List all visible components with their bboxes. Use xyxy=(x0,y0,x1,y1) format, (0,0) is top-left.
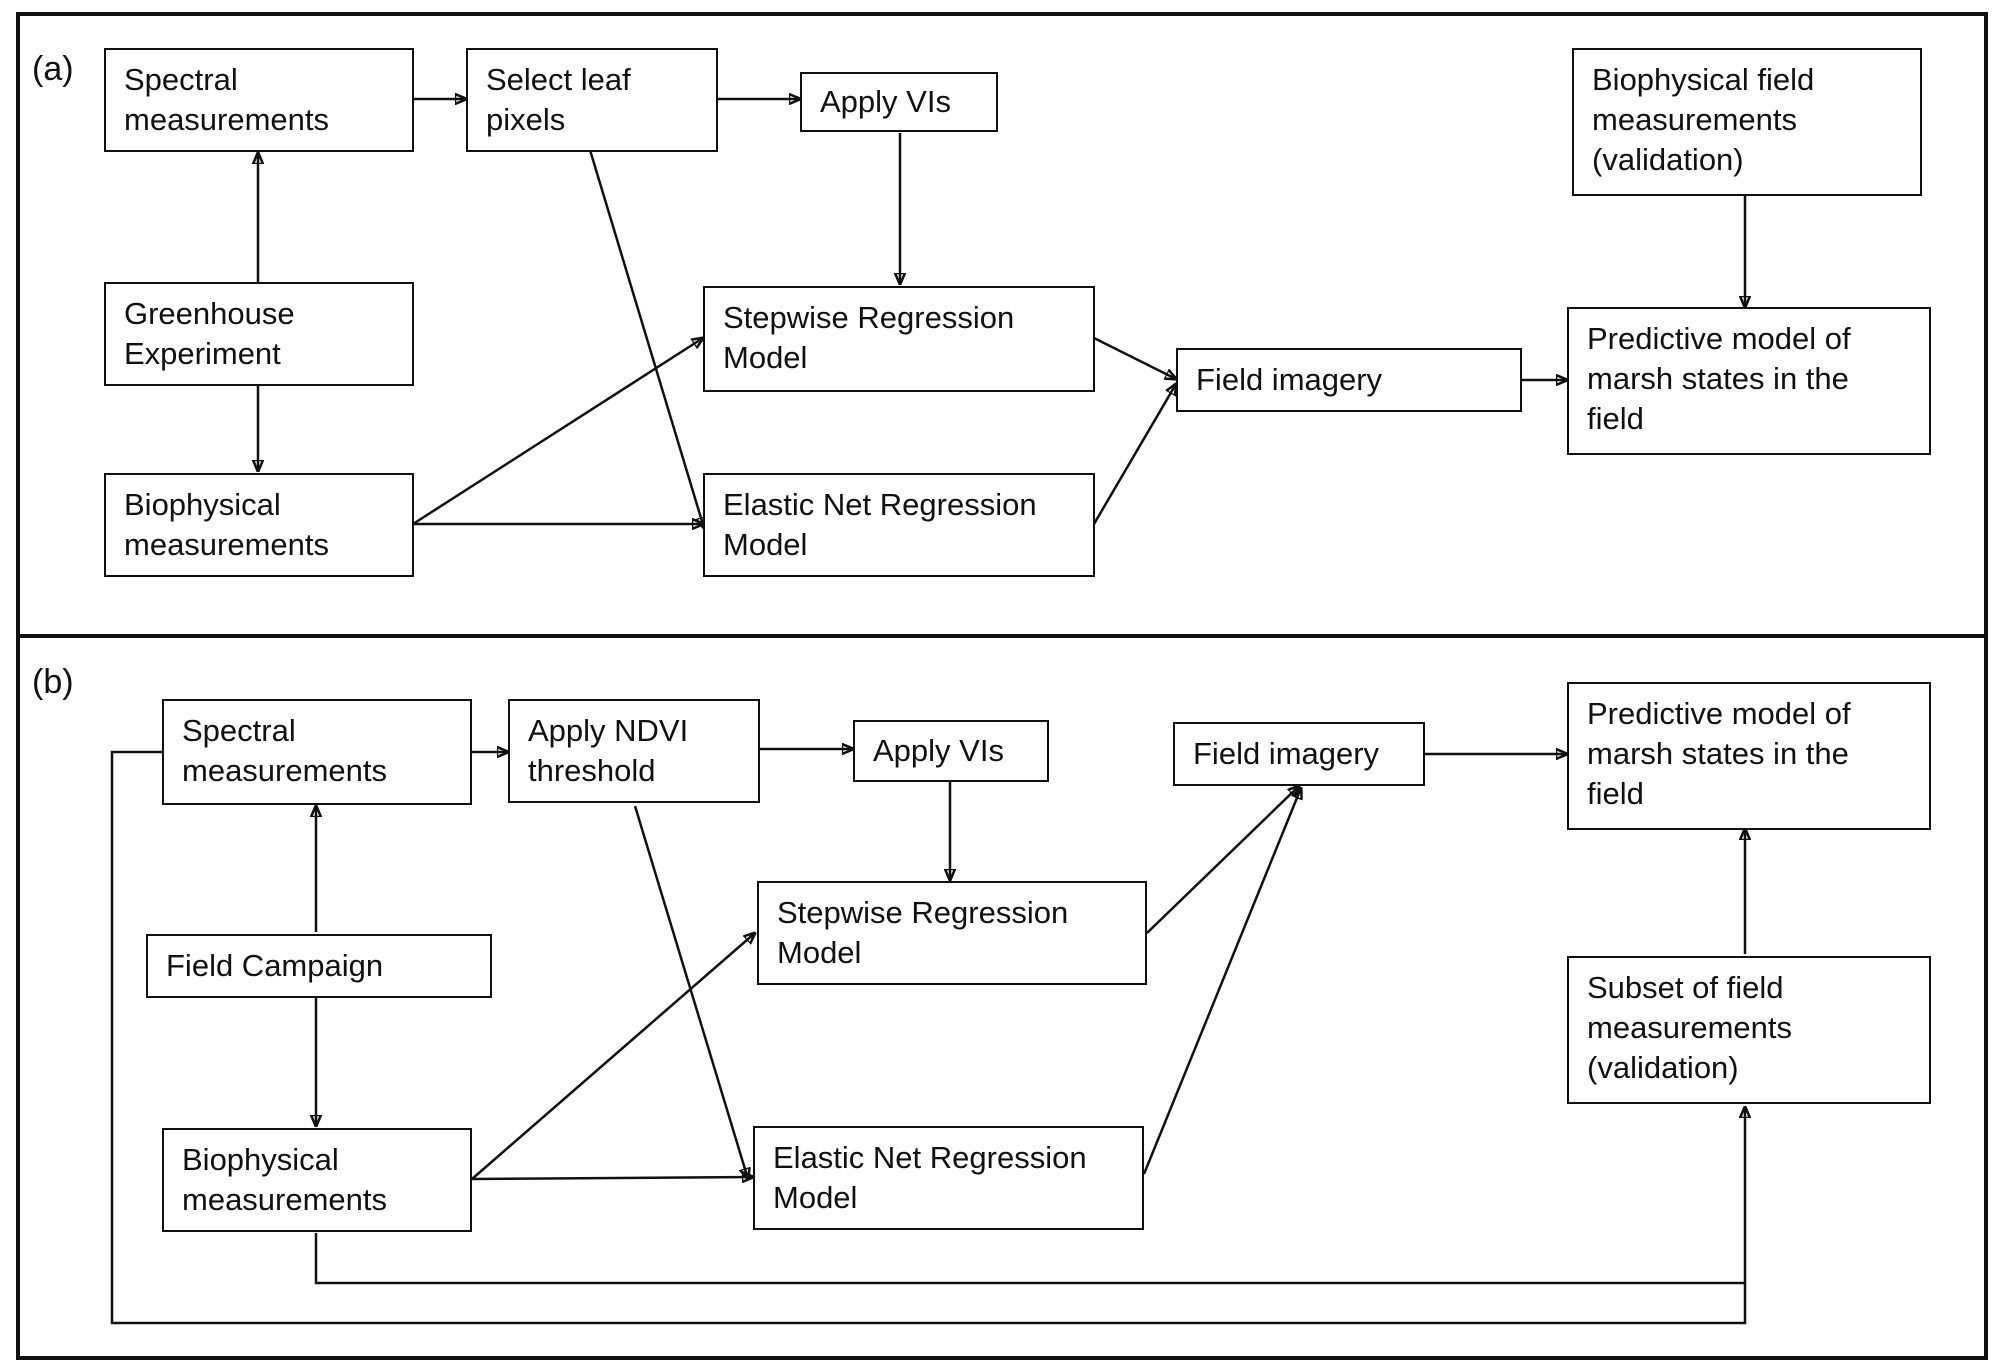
a-apply-vis-box: Apply VIs xyxy=(800,72,998,132)
a-elastic-net-regression-box: Elastic Net Regression Model xyxy=(703,473,1095,577)
a-select-leaf-pixels-box: Select leaf pixels xyxy=(466,48,718,152)
b-field-campaign-box: Field Campaign xyxy=(146,934,492,998)
a-predictive-model-box: Predictive model of marsh states in the … xyxy=(1567,307,1931,455)
a-spectral-measurements-box: Spectral measurements xyxy=(104,48,414,152)
b-field-imagery-box: Field imagery xyxy=(1173,722,1425,786)
a-greenhouse-experiment-box: Greenhouse Experiment xyxy=(104,282,414,386)
a-stepwise-regression-box: Stepwise Regression Model xyxy=(703,286,1095,392)
a-biophysical-measurements-box: Biophysical measurements xyxy=(104,473,414,577)
b-predictive-model-box: Predictive model of marsh states in the … xyxy=(1567,682,1931,830)
a-field-imagery-box: Field imagery xyxy=(1176,348,1522,412)
a-biophysical-field-validation-box: Biophysical field measurements (validati… xyxy=(1572,48,1922,196)
panel-a-label: (a) xyxy=(32,50,74,88)
b-subset-field-validation-box: Subset of field measurements (validation… xyxy=(1567,956,1931,1104)
b-apply-ndvi-threshold-box: Apply NDVI threshold xyxy=(508,699,760,803)
panel-b-label: (b) xyxy=(32,663,74,701)
b-elastic-net-regression-box: Elastic Net Regression Model xyxy=(753,1126,1144,1230)
b-apply-vis-box: Apply VIs xyxy=(853,720,1049,782)
b-spectral-measurements-box: Spectral measurements xyxy=(162,699,472,805)
b-biophysical-measurements-box: Biophysical measurements xyxy=(162,1128,472,1232)
b-stepwise-regression-box: Stepwise Regression Model xyxy=(757,881,1147,985)
